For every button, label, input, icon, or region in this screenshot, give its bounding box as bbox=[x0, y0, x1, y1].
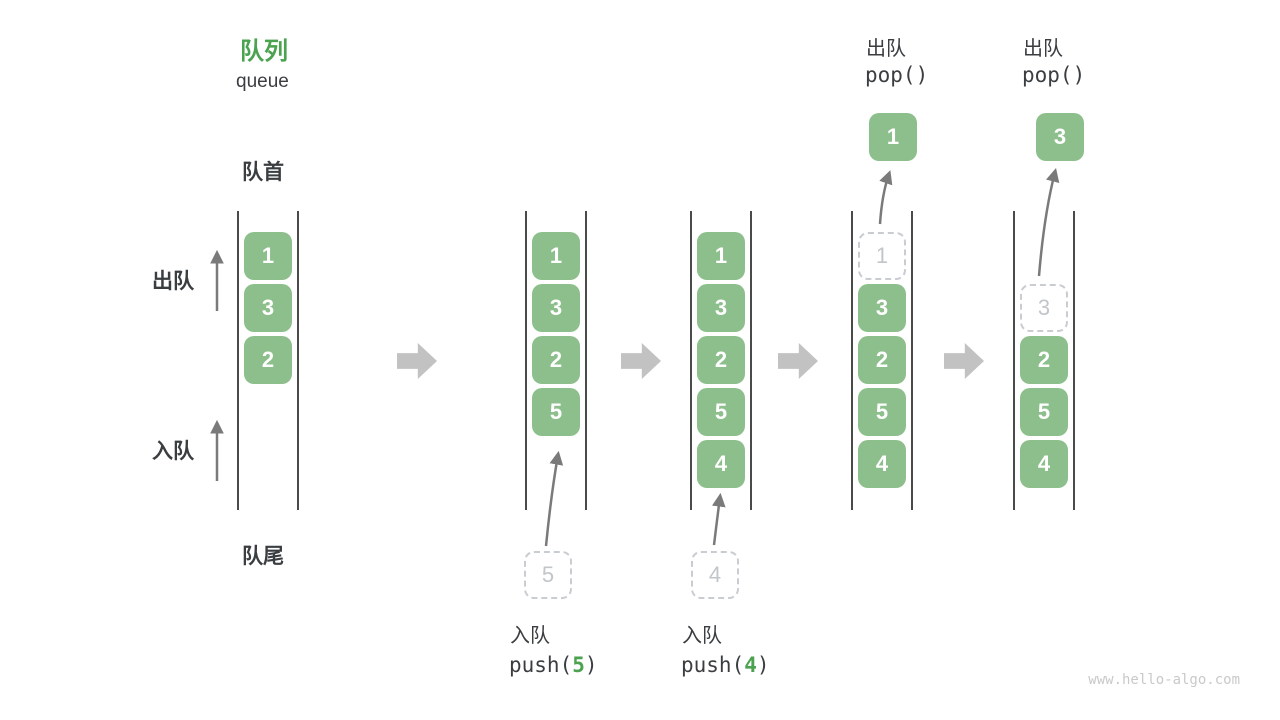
queue-state-2: 1 3 2 5 bbox=[525, 211, 587, 510]
next-state-arrow-icon bbox=[621, 343, 661, 379]
diagram-title-en: queue bbox=[236, 71, 289, 92]
queue-cell: 3 bbox=[244, 284, 292, 332]
queue-cell: 4 bbox=[697, 440, 745, 488]
call-post: ) bbox=[756, 653, 770, 677]
queue-cell: 2 bbox=[1020, 336, 1068, 384]
popped-cell: 1 bbox=[869, 113, 917, 161]
queue-cell: 5 bbox=[1020, 388, 1068, 436]
watermark: www.hello-algo.com bbox=[1088, 672, 1240, 688]
call-pre: push( bbox=[681, 653, 745, 677]
dequeue-side-label: 出队 bbox=[152, 270, 194, 293]
enqueue-op-call: push(5) bbox=[509, 653, 598, 677]
enqueue-op-call: push(4) bbox=[681, 653, 770, 677]
enqueue-op-label: 入队 bbox=[510, 625, 550, 647]
pending-cell: 5 bbox=[524, 551, 572, 599]
queue-front-label: 队首 bbox=[242, 161, 284, 184]
queue-cell: 5 bbox=[858, 388, 906, 436]
enqueue-side-label: 入队 bbox=[152, 440, 194, 463]
queue-cell: 5 bbox=[697, 388, 745, 436]
ghost-cell: 1 bbox=[858, 232, 906, 280]
next-state-arrow-icon bbox=[397, 343, 437, 379]
queue-cell: 1 bbox=[532, 232, 580, 280]
queue-cell: 3 bbox=[697, 284, 745, 332]
enqueue-op-label: 入队 bbox=[682, 625, 722, 647]
queue-state-4: 1 3 2 5 4 bbox=[851, 211, 913, 510]
queue-cell: 4 bbox=[1020, 440, 1068, 488]
queue-cell: 4 bbox=[858, 440, 906, 488]
queue-cell: 2 bbox=[532, 336, 580, 384]
queue-cell: 2 bbox=[697, 336, 745, 384]
dequeue-op-call: pop() bbox=[865, 63, 929, 87]
queue-cell: 1 bbox=[697, 232, 745, 280]
queue-cell: 2 bbox=[858, 336, 906, 384]
next-state-arrow-icon bbox=[944, 343, 984, 379]
queue-state-5: 3 2 5 4 bbox=[1013, 211, 1075, 510]
queue-cell: 3 bbox=[858, 284, 906, 332]
next-state-arrow-icon bbox=[778, 343, 818, 379]
dequeue-op-label: 出队 bbox=[866, 38, 906, 60]
queue-cell: 5 bbox=[532, 388, 580, 436]
queue-cell: 2 bbox=[244, 336, 292, 384]
ghost-cell: 3 bbox=[1020, 284, 1068, 332]
call-arg: 4 bbox=[744, 653, 757, 677]
call-post: ) bbox=[584, 653, 598, 677]
queue-state-1: 1 3 2 bbox=[237, 211, 299, 510]
call-pre: push( bbox=[509, 653, 573, 677]
popped-cell: 3 bbox=[1036, 113, 1084, 161]
diagram-title-zh: 队列 bbox=[240, 38, 288, 65]
queue-cell: 3 bbox=[532, 284, 580, 332]
pending-cell: 4 bbox=[691, 551, 739, 599]
dequeue-op-label: 出队 bbox=[1023, 38, 1063, 60]
dequeue-op-call: pop() bbox=[1022, 63, 1086, 87]
queue-rear-label: 队尾 bbox=[242, 545, 284, 568]
queue-state-3: 1 3 2 5 4 bbox=[690, 211, 752, 510]
queue-cell: 1 bbox=[244, 232, 292, 280]
call-arg: 5 bbox=[572, 653, 585, 677]
